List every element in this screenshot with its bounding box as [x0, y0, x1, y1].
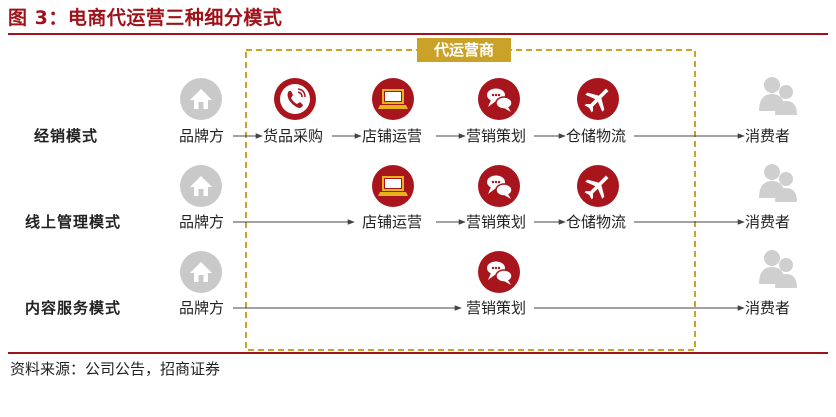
step-label: 仓储物流	[566, 127, 627, 145]
source-note: 资料来源：公司公告，招商证券	[10, 360, 221, 378]
step-label: 营销策划	[466, 213, 527, 231]
step-label: 营销策划	[466, 127, 527, 145]
phone-icon	[273, 77, 317, 121]
figure-title: 图 3：电商代运营三种细分模式	[8, 7, 283, 29]
mode-label: 经销模式	[34, 127, 99, 145]
person-icon	[759, 77, 797, 115]
step-label: 仓储物流	[566, 213, 627, 231]
agency-label: 代运营商	[417, 38, 511, 62]
mode-label: 线上管理模式	[25, 213, 122, 231]
brand-label: 品牌方	[179, 213, 225, 231]
laptop-icon	[371, 77, 415, 121]
house-icon	[180, 165, 222, 207]
house-icon	[180, 251, 222, 293]
plane-icon	[577, 78, 619, 120]
brand-label: 品牌方	[179, 299, 225, 317]
house-icon	[180, 78, 222, 120]
chat-icon	[477, 250, 521, 294]
step-label: 店铺运营	[362, 127, 423, 145]
step-label: 营销策划	[466, 299, 527, 317]
chat-icon	[477, 77, 521, 121]
brand-label: 品牌方	[179, 127, 225, 145]
footer-divider	[8, 352, 828, 354]
consumer-label: 消费者	[745, 127, 791, 145]
person-icon	[759, 164, 797, 202]
step-label: 货品采购	[263, 127, 324, 145]
mode-label: 内容服务模式	[25, 299, 122, 317]
chat-icon	[477, 164, 521, 208]
laptop-icon	[371, 164, 415, 208]
plane-icon	[577, 165, 619, 207]
step-label: 店铺运营	[362, 213, 423, 231]
person-icon	[759, 250, 797, 288]
consumer-label: 消费者	[745, 299, 791, 317]
title-divider	[8, 33, 828, 35]
consumer-label: 消费者	[745, 213, 791, 231]
